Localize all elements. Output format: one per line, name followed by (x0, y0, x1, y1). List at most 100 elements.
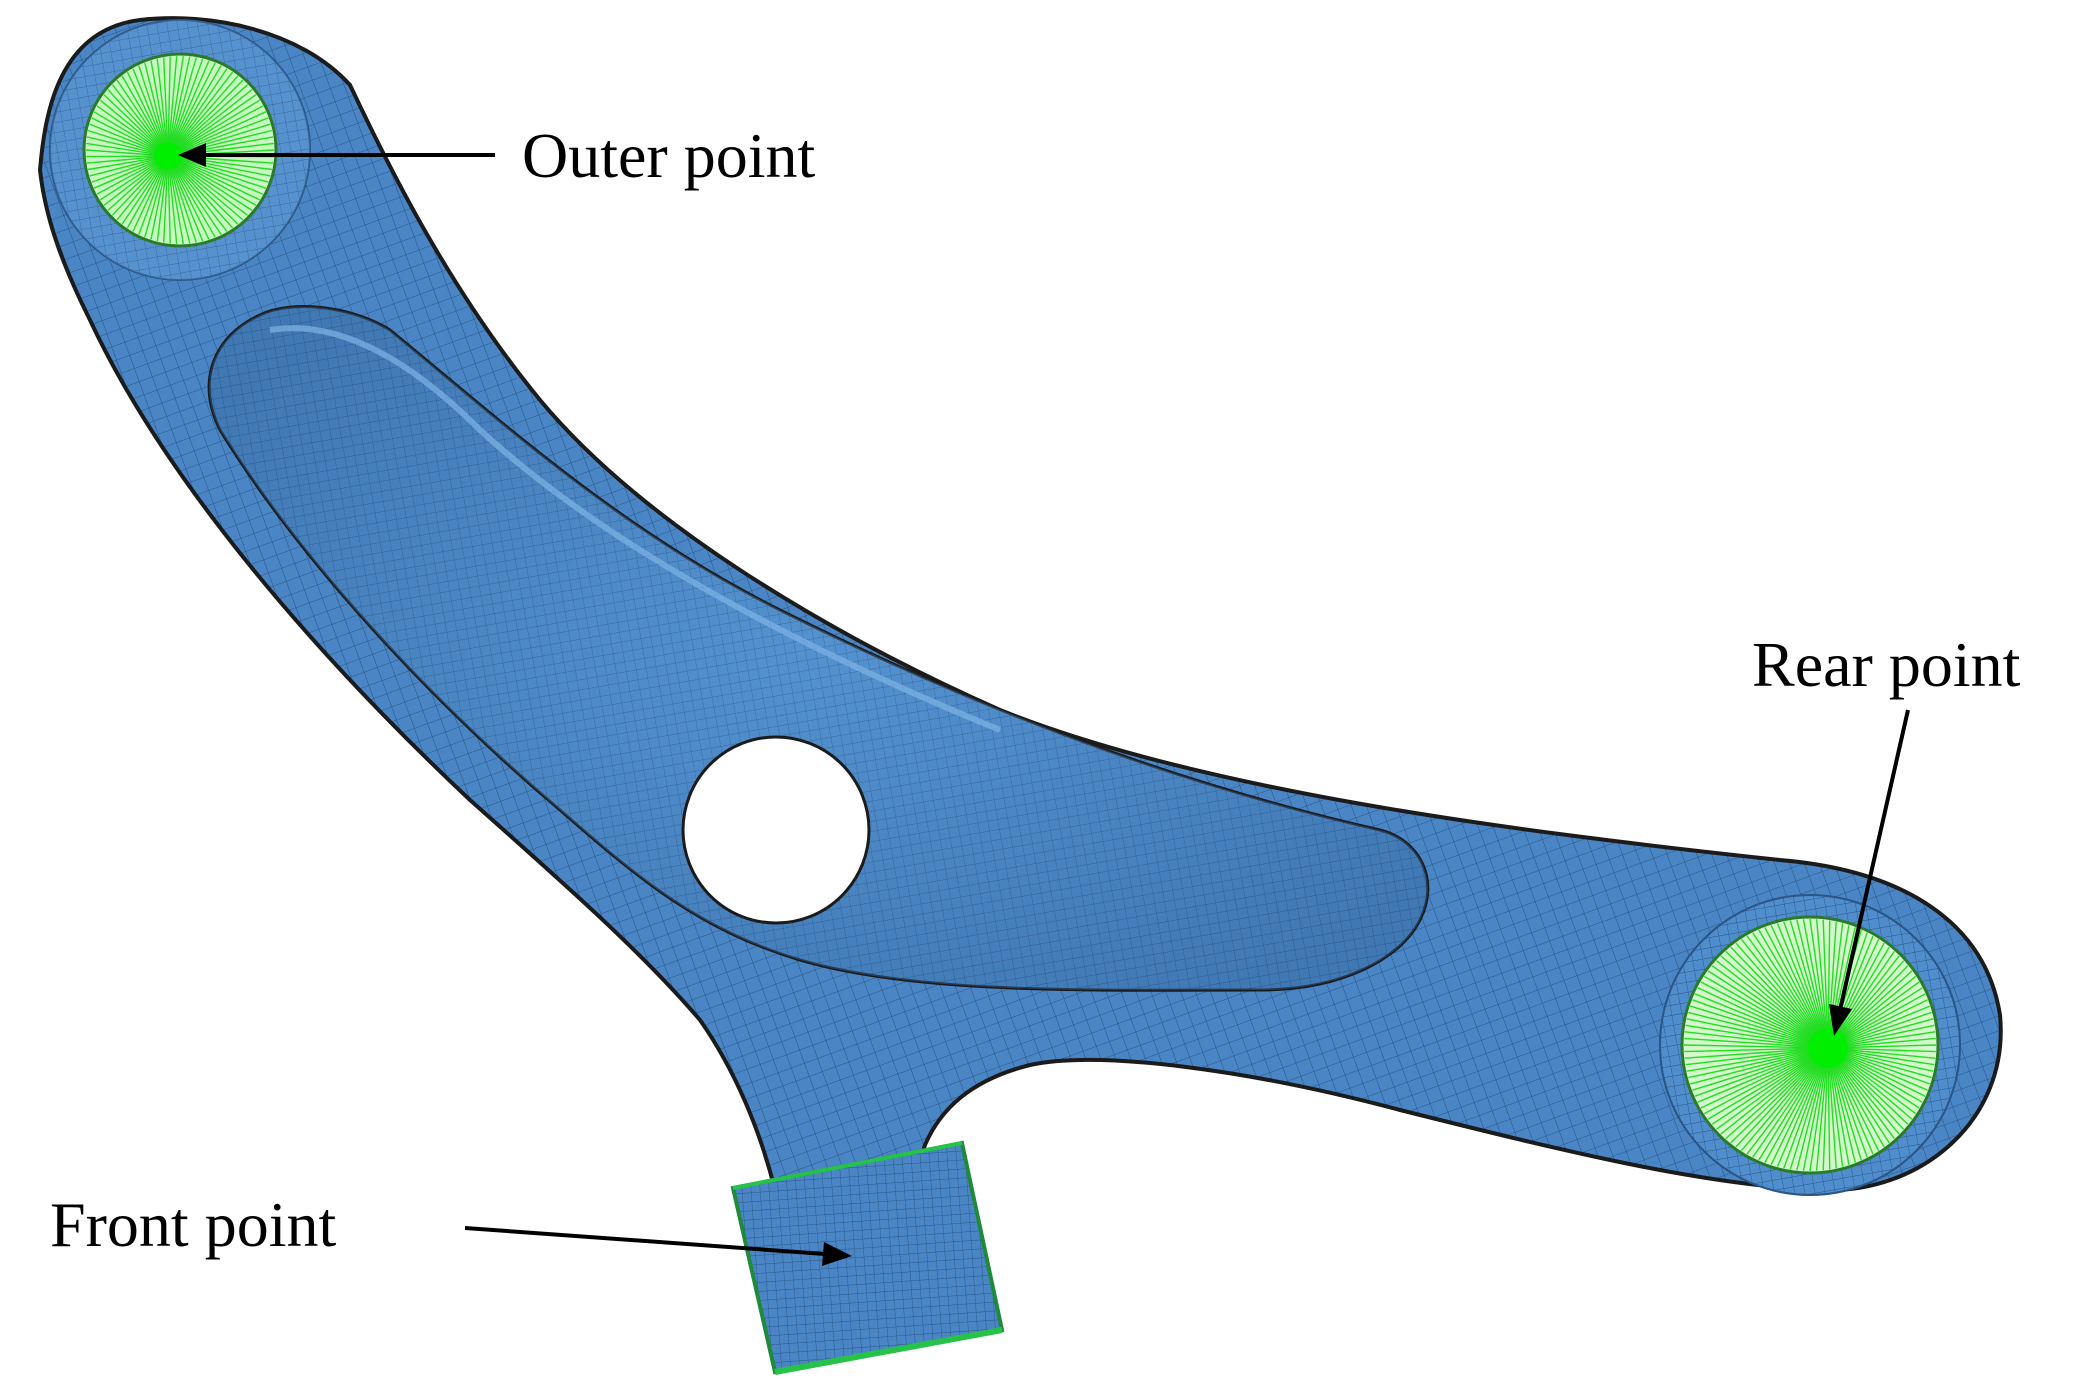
spider-spoke (167, 84, 249, 157)
spider-spoke (1686, 1047, 1829, 1072)
spider-spoke (116, 79, 169, 157)
front-point-label: Front point (50, 1189, 336, 1260)
spider-spoke (1688, 1047, 1829, 1079)
spider-spoke (1692, 1047, 1829, 1091)
spider-spoke (1746, 1047, 1829, 1155)
spider-spoke (1725, 1047, 1829, 1140)
spider-spoke (167, 89, 253, 157)
spider-spoke (111, 84, 169, 157)
spider-spoke (167, 62, 216, 157)
spider-spoke (1822, 1047, 1829, 1171)
front-bushing-sleeve (730, 1140, 1005, 1375)
annotation-arrows (178, 143, 1910, 1266)
spider-spoke (126, 71, 169, 157)
spider-spoke (167, 155, 249, 216)
spider-spoke (1688, 1011, 1829, 1049)
spider-spoke (1740, 938, 1829, 1049)
spider-spoke (1707, 970, 1829, 1049)
spider-spoke (1815, 919, 1829, 1049)
spider-spoke (1809, 1047, 1829, 1172)
spider-spoke (167, 155, 257, 206)
outer-point-node (154, 142, 182, 170)
spider-spoke (167, 155, 239, 225)
spider-spoke (1802, 1047, 1829, 1171)
spider-spoke (1730, 1047, 1829, 1144)
spider-spoke (103, 94, 169, 157)
outer-point-label: Outer point (522, 120, 816, 191)
spider-spoke (1735, 942, 1829, 1049)
spider-spoke (167, 71, 234, 157)
spider-spoke (167, 155, 178, 244)
spider-spoke (167, 155, 210, 240)
spider-spoke (1730, 946, 1829, 1049)
spider-spoke (167, 155, 222, 235)
spider-spoke (167, 155, 197, 243)
spider-spoke (1827, 927, 1856, 1049)
spider-spoke (167, 79, 244, 157)
spider-spoke (167, 55, 184, 157)
spider-spoke (1686, 1018, 1829, 1049)
spider-spoke (1740, 1047, 1829, 1152)
spider-spoke (167, 117, 269, 157)
spider-spoke (167, 155, 261, 201)
spider-spoke (132, 68, 169, 157)
spider-spoke (167, 65, 222, 157)
spider-spoke (1684, 1037, 1829, 1049)
spider-spoke (1692, 999, 1829, 1049)
spider-spoke (1827, 923, 1844, 1049)
spider-spoke (1700, 1047, 1829, 1109)
spider-spoke (1711, 965, 1829, 1049)
spider-spoke (91, 117, 169, 157)
spider-spoke (1752, 932, 1829, 1049)
spider-spoke (1697, 1047, 1829, 1103)
spider-spoke (167, 155, 228, 232)
spider-spoke (167, 155, 267, 189)
spider-spoke (1764, 1047, 1829, 1163)
spider-spoke (96, 105, 169, 157)
spider-spoke (167, 155, 272, 171)
spider-spoke (1700, 981, 1829, 1049)
outer-point-spider (82, 52, 278, 248)
spider-spoke (1720, 955, 1829, 1049)
spider-spoke (150, 155, 169, 240)
pocket-rim-highlight (269, 325, 1002, 733)
spider-spoke (1776, 923, 1829, 1049)
spider-spoke (167, 56, 178, 157)
spider-spoke (138, 65, 169, 157)
spider-spoke (1802, 919, 1829, 1049)
spider-spoke (1827, 925, 1850, 1049)
spider-spoke (144, 62, 169, 157)
spider-spoke (93, 111, 169, 157)
spider-spoke (1758, 1047, 1829, 1161)
spider-spoke (1796, 919, 1829, 1049)
front-point-arrow-line (464, 1226, 826, 1256)
spider-spoke (167, 129, 273, 157)
spider-spoke (167, 155, 253, 211)
spider-spoke (167, 94, 257, 157)
spider-spoke (1725, 950, 1829, 1049)
rear-point-arrowhead (1829, 1004, 1852, 1036)
spider-spoke (1707, 1047, 1829, 1120)
front-point-arrowhead (822, 1242, 852, 1266)
spider-spoke (163, 155, 169, 243)
spider-spoke (1694, 993, 1829, 1049)
rear-point-label: Rear point (1752, 629, 2021, 700)
spider-spoke (1827, 920, 1831, 1049)
spider-spoke (1684, 1047, 1829, 1059)
front-sleeve-edge-top (732, 1141, 963, 1190)
spider-spoke (167, 155, 269, 183)
spider-spoke (1720, 1047, 1829, 1135)
spider-spoke (89, 123, 169, 157)
spider-spoke (144, 155, 169, 238)
outer-point-arrowhead (178, 143, 206, 167)
spider-spoke (1703, 975, 1829, 1049)
spider-spoke (167, 155, 204, 242)
spider-spoke (167, 99, 261, 157)
spider-spoke (167, 155, 271, 177)
spider-spoke (1764, 927, 1829, 1049)
spider-spoke (1827, 921, 1837, 1049)
spider-spoke (1697, 987, 1829, 1049)
spider-spoke (1789, 1047, 1829, 1170)
spider-spoke (1815, 1047, 1829, 1171)
lightening-hole (681, 735, 871, 925)
